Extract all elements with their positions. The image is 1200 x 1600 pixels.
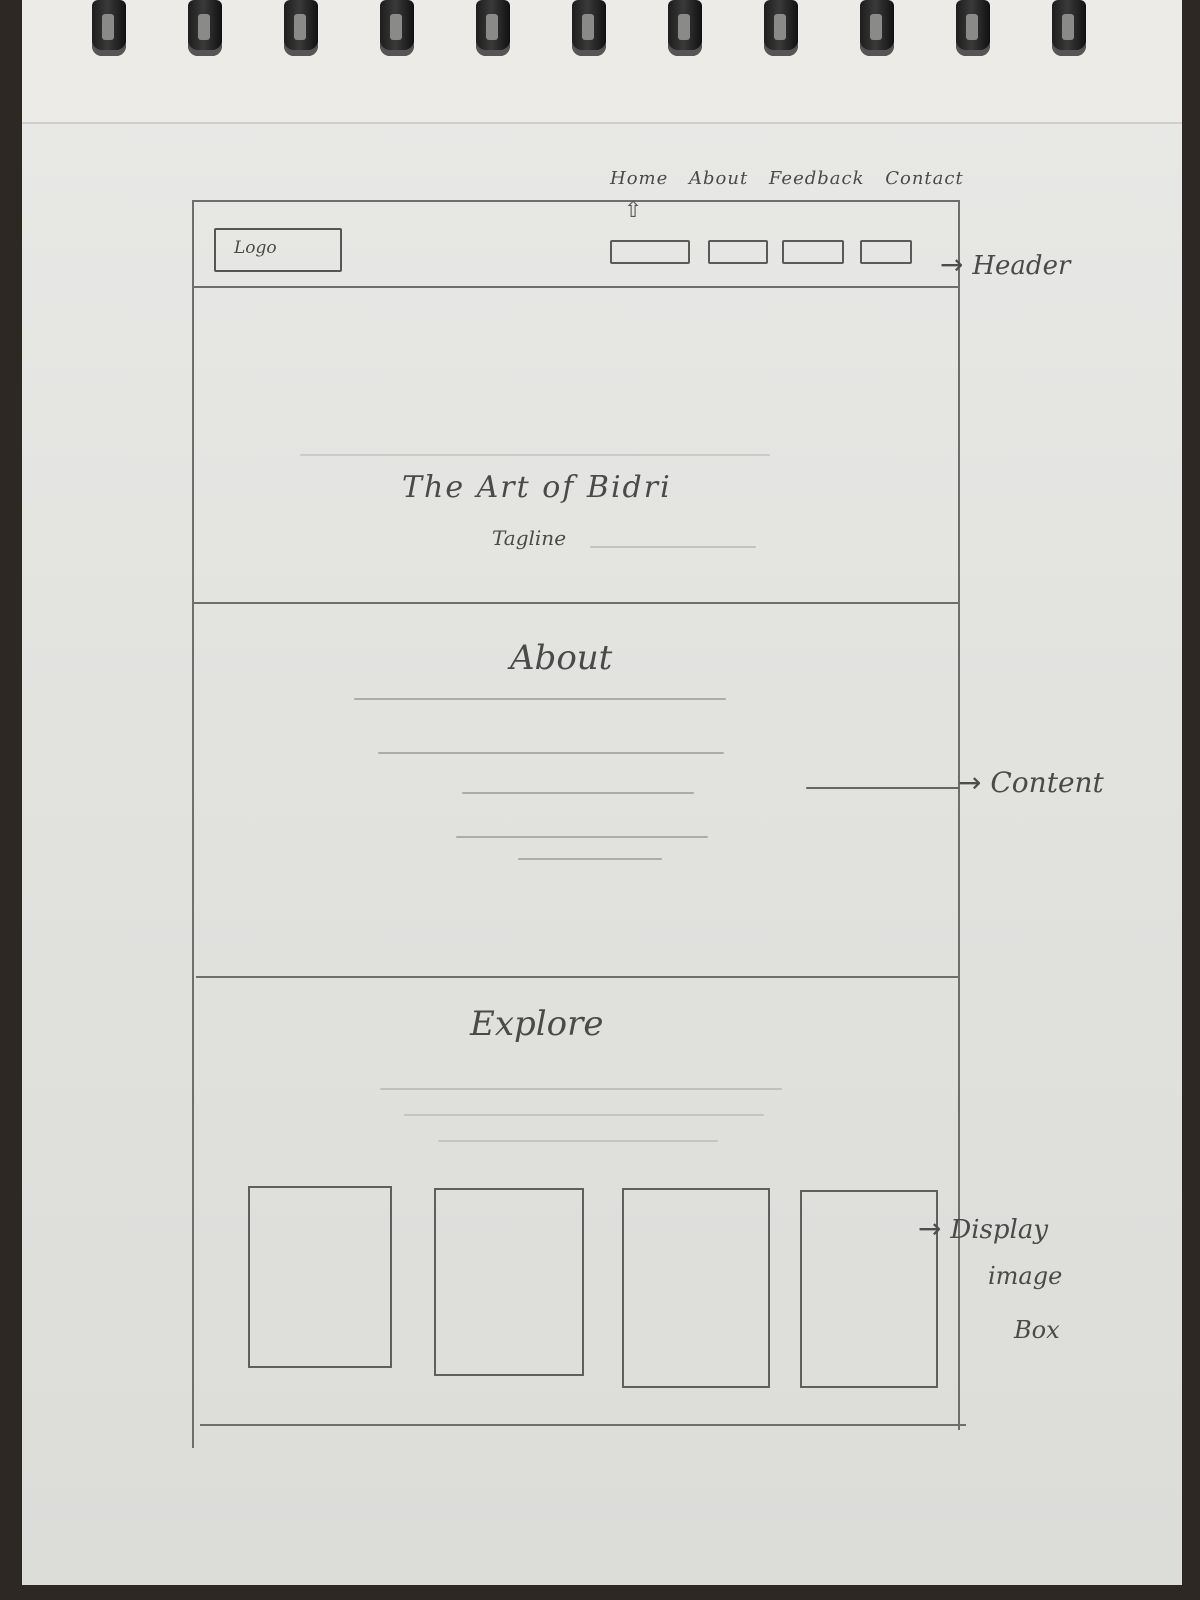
frame-left bbox=[192, 200, 194, 1448]
hero-sketch-line bbox=[300, 454, 770, 456]
nav-label-home: Home bbox=[610, 168, 669, 189]
nav-label-about: About bbox=[689, 168, 749, 189]
explore-title: Explore bbox=[470, 1004, 604, 1044]
annotation-line-image: image bbox=[988, 1262, 1063, 1290]
nav-label-feedback: Feedback bbox=[768, 168, 865, 189]
display-image-box[interactable] bbox=[248, 1186, 392, 1368]
text-placeholder-line bbox=[438, 1140, 718, 1142]
nav-labels: Home About Feedback Contact bbox=[610, 168, 978, 189]
display-image-box[interactable] bbox=[622, 1188, 770, 1388]
binding-ring bbox=[1052, 0, 1086, 56]
image-box-annotation: → Display bbox=[918, 1212, 1048, 1245]
text-placeholder-line bbox=[456, 836, 708, 838]
annotation-line-display: Display bbox=[950, 1215, 1049, 1245]
frame-right bbox=[958, 200, 960, 1430]
frame-bottom bbox=[200, 1424, 966, 1426]
arrow-up-icon: ⇧ bbox=[624, 198, 643, 223]
nav-contact-button[interactable] bbox=[860, 240, 912, 264]
hero-sketch-line bbox=[590, 546, 756, 548]
nav-home-button[interactable] bbox=[610, 240, 690, 264]
header-annotation: → Header bbox=[940, 248, 1070, 281]
hero-tagline: Tagline bbox=[492, 526, 567, 550]
text-placeholder-line bbox=[518, 858, 662, 860]
binding-ring bbox=[284, 0, 318, 56]
nav-label-contact: Contact bbox=[885, 168, 964, 189]
frame-top bbox=[192, 200, 960, 202]
content-annotation-text: Content bbox=[990, 766, 1104, 799]
notebook-binding bbox=[22, 0, 1182, 124]
content-pointer-line bbox=[806, 787, 960, 789]
hero-title: The Art of Bidri bbox=[402, 470, 672, 505]
annotation-line-box: Box bbox=[1014, 1316, 1060, 1344]
text-placeholder-line bbox=[462, 792, 694, 794]
header-annotation-text: Header bbox=[972, 251, 1071, 281]
about-divider bbox=[196, 976, 960, 978]
text-placeholder-line bbox=[380, 1088, 782, 1090]
arrow-right-icon: → bbox=[940, 248, 964, 281]
binding-ring bbox=[764, 0, 798, 56]
arrow-right-icon: → bbox=[958, 766, 982, 799]
logo[interactable]: Logo bbox=[214, 228, 342, 272]
text-placeholder-line bbox=[354, 698, 726, 700]
binding-ring bbox=[188, 0, 222, 56]
logo-text: Logo bbox=[234, 238, 277, 258]
display-image-box[interactable] bbox=[800, 1190, 938, 1388]
binding-ring bbox=[860, 0, 894, 56]
binding-ring bbox=[668, 0, 702, 56]
nav-feedback-button[interactable] bbox=[782, 240, 844, 264]
content-annotation: → Content bbox=[958, 766, 1104, 799]
nav-about-button[interactable] bbox=[708, 240, 768, 264]
text-placeholder-line bbox=[404, 1114, 764, 1116]
display-image-box[interactable] bbox=[434, 1188, 584, 1376]
binding-ring bbox=[476, 0, 510, 56]
text-placeholder-line bbox=[378, 752, 724, 754]
binding-ring bbox=[572, 0, 606, 56]
binding-ring bbox=[380, 0, 414, 56]
header-divider bbox=[192, 286, 960, 288]
binding-ring bbox=[92, 0, 126, 56]
about-title: About bbox=[510, 638, 613, 678]
arrow-right-icon: → bbox=[918, 1212, 942, 1245]
binding-ring bbox=[956, 0, 990, 56]
hero-divider bbox=[194, 602, 960, 604]
